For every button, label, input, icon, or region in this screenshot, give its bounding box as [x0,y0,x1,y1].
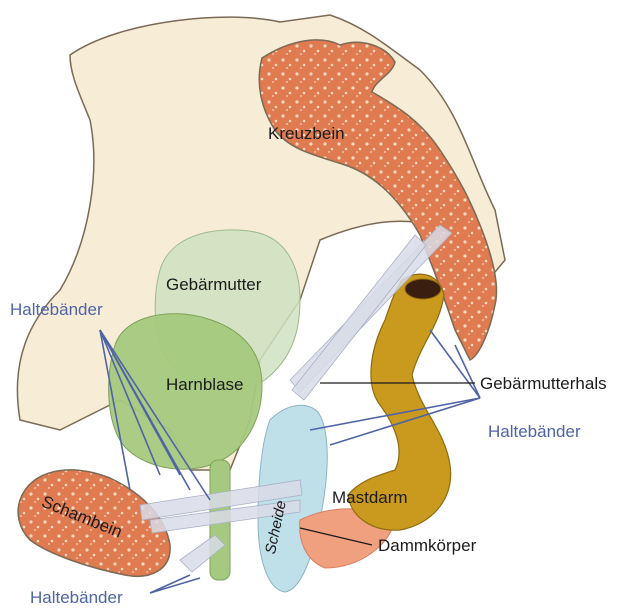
label-harnblase: Harnblase [166,375,244,395]
label-kreuzbein: Kreuzbein [268,124,345,144]
label-haltebaender-left: Haltebänder [10,300,103,320]
label-gebaermutterhals: Gebärmutterhals [480,374,607,394]
label-haltebaender-right: Haltebänder [488,422,581,442]
rectum-opening [405,279,441,299]
label-gebaermutter: Gebärmutter [166,275,261,295]
label-mastdarm: Mastdarm [332,488,408,508]
label-dammkoerper: Dammkörper [378,536,476,556]
label-haltebaender-bottom: Haltebänder [30,588,123,608]
